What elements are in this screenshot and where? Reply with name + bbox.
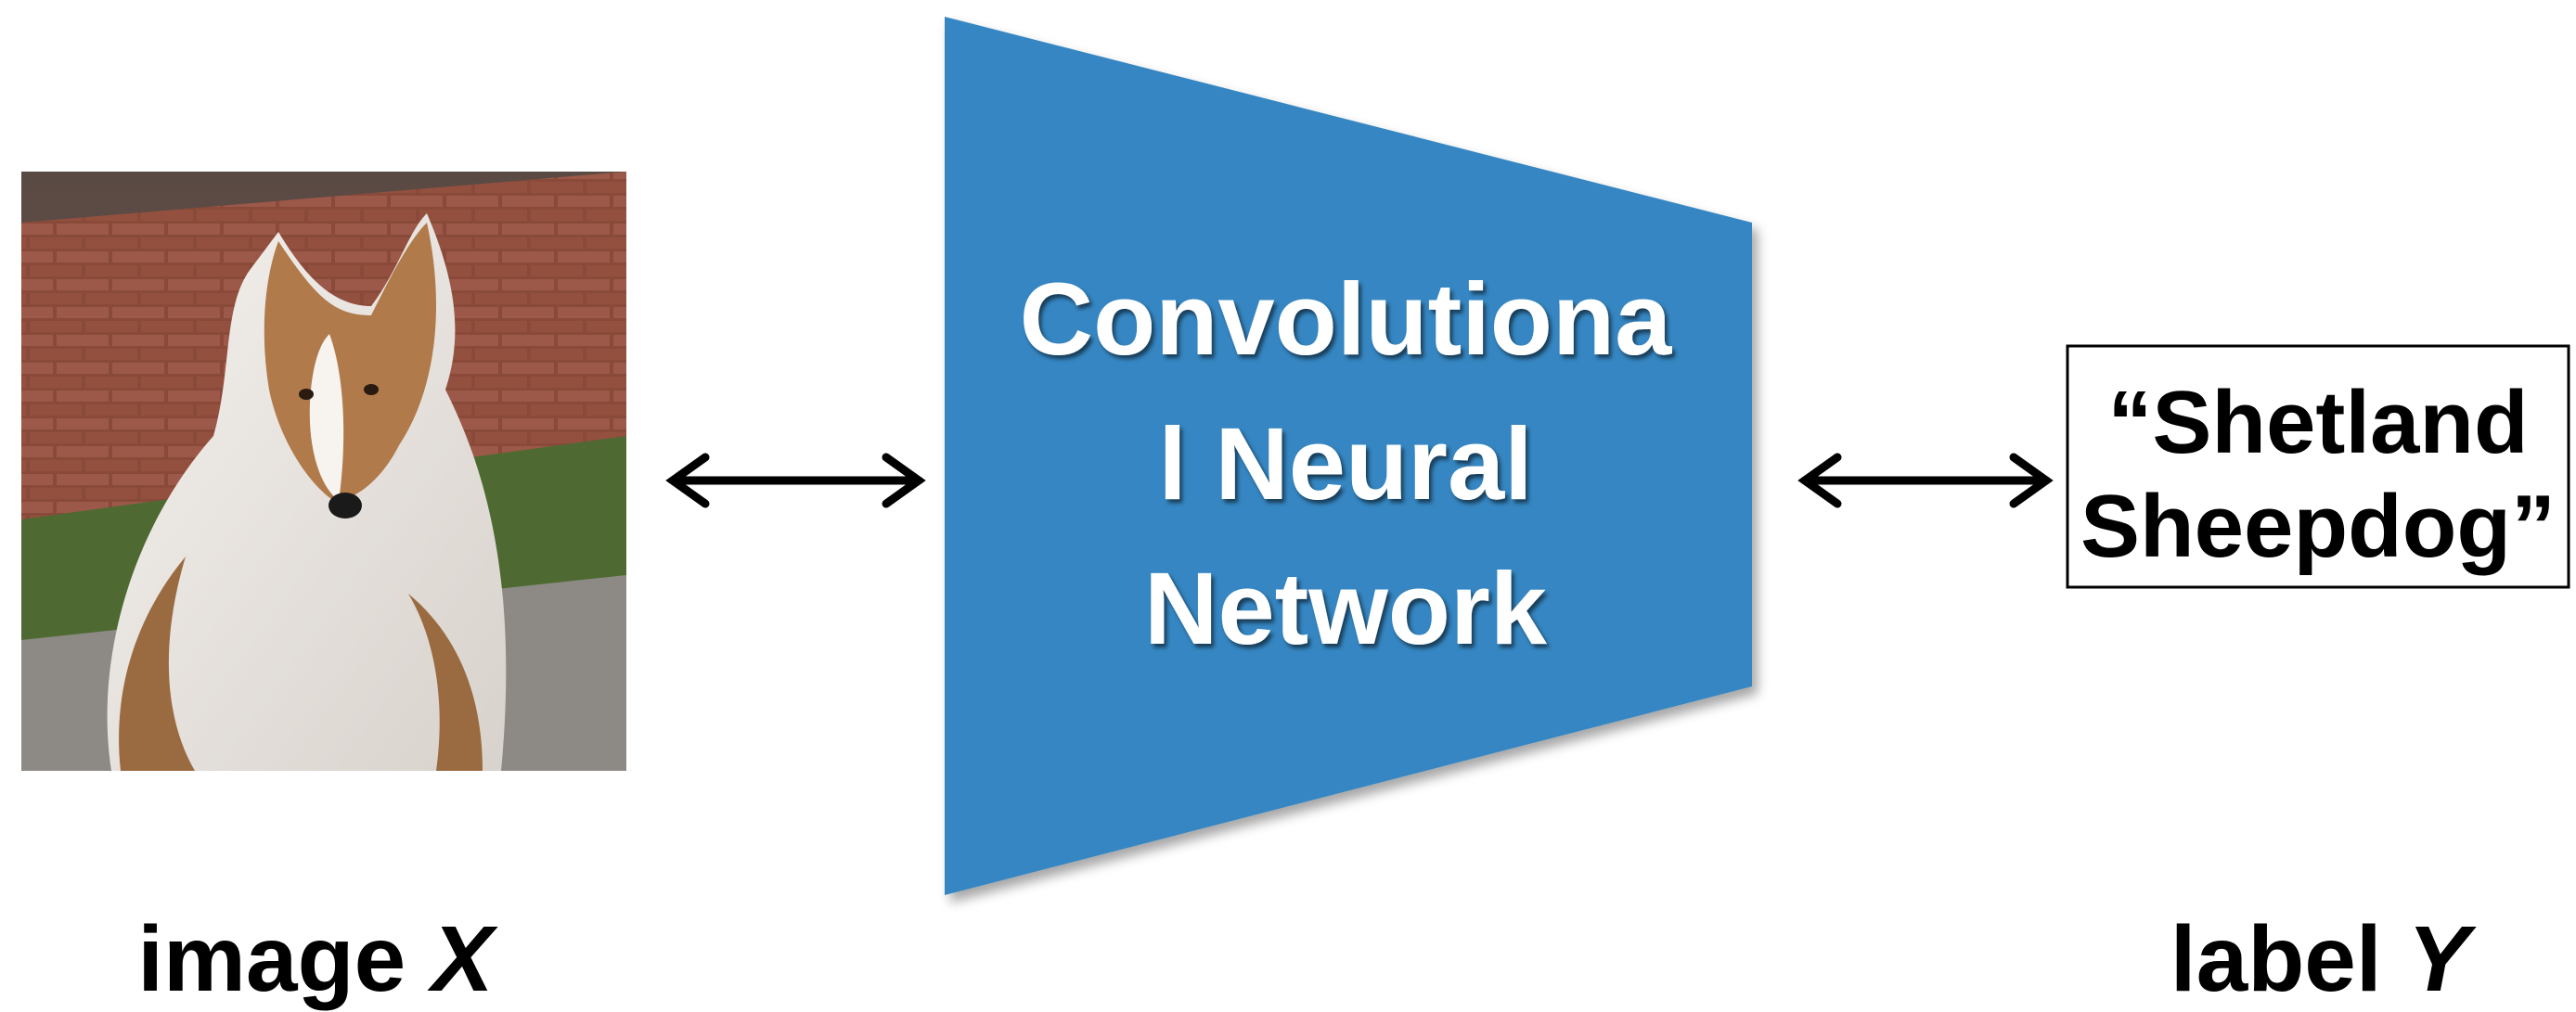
output-caption-word: label: [2170, 907, 2382, 1011]
input-caption: image X: [137, 907, 498, 1011]
network-line-3: Network: [1144, 552, 1548, 666]
dog-photo: [21, 172, 626, 771]
output-line-1: “Shetland: [2107, 373, 2528, 472]
output-caption: label Y: [2170, 907, 2478, 1011]
input-caption-word: image: [137, 907, 406, 1011]
output-line-2: Sheepdog”: [2080, 477, 2556, 576]
cnn-block: Convolutiona l Neural Network: [945, 17, 1752, 895]
input-caption-var: X: [427, 907, 498, 1011]
network-line-1: Convolutiona: [1020, 263, 1673, 377]
network-line-2: l Neural: [1158, 407, 1532, 521]
output-arrow: [1797, 453, 2054, 508]
output-label-box: “Shetland Sheepdog”: [2066, 344, 2570, 589]
input-arrow: [665, 453, 926, 508]
output-caption-var: Y: [2407, 907, 2477, 1011]
